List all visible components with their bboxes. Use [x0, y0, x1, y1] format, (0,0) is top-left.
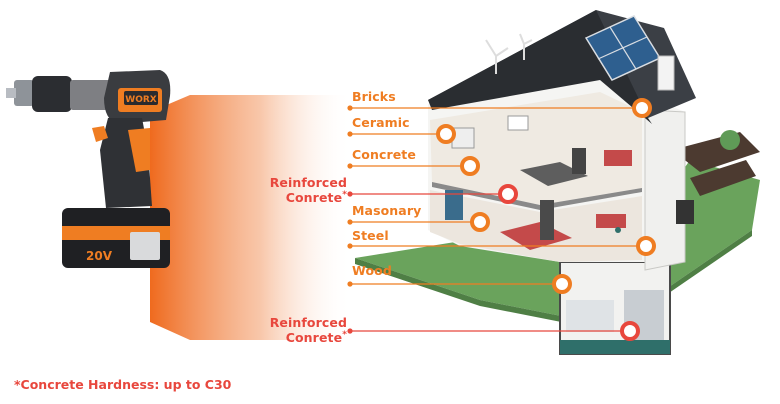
- marker-masonary: [470, 212, 490, 232]
- beam-gradient: [150, 95, 352, 340]
- marker-ceramic: [436, 124, 456, 144]
- label-reinforced-2: Reinforced Conrete*: [270, 316, 347, 344]
- label-bricks: Bricks: [352, 89, 396, 104]
- label-reinforced-1: Reinforced Conrete*: [270, 176, 347, 204]
- label-reinforced-2-word: Conrete: [285, 330, 343, 346]
- label-reinforced-1-line1: Reinforced: [269, 175, 347, 190]
- label-reinforced-1-line2: Conrete*: [270, 189, 347, 204]
- label-reinforced-1-word: Conrete: [285, 190, 343, 206]
- label-reinforced-2-line2: Conrete*: [270, 329, 347, 344]
- label-reinforced-2-line1: Reinforced: [269, 315, 347, 330]
- leaders: [347, 105, 646, 334]
- label-reinforced-2-asterisk: *: [342, 330, 347, 340]
- marker-steel: [636, 236, 656, 256]
- label-steel: Steel: [352, 228, 389, 243]
- marker-reinforced-2: [620, 321, 640, 341]
- marker-concrete: [460, 156, 480, 176]
- drill-illustration: WORX 20V: [6, 70, 171, 268]
- drill-logo: WORX: [125, 95, 157, 105]
- footnote: *Concrete Hardness: up to C30: [14, 377, 232, 392]
- marker-reinforced-1: [498, 184, 518, 204]
- marker-bricks: [632, 98, 652, 118]
- label-ceramic: Ceramic: [352, 115, 410, 130]
- label-masonary: Masonary: [352, 203, 422, 218]
- house-illustration: [355, 10, 760, 355]
- markers: [436, 98, 656, 341]
- label-reinforced-1-asterisk: *: [342, 190, 347, 200]
- label-concrete: Concrete: [352, 147, 416, 162]
- label-wood: Wood: [352, 263, 392, 278]
- battery-label: 20V: [86, 249, 113, 263]
- marker-wood: [552, 274, 572, 294]
